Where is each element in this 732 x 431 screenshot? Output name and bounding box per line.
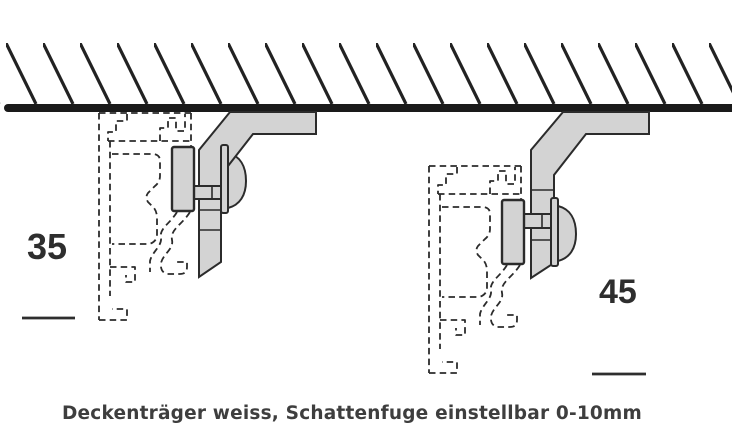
ceiling-hatch <box>0 43 732 104</box>
left-height-label: 35 <box>27 226 67 267</box>
left-profile-outline <box>98 112 192 321</box>
figure-caption: Deckenträger weiss, Schattenfuge einstel… <box>62 403 642 424</box>
right-thumbscrew-washer <box>550 197 559 267</box>
right-bracket-arm <box>530 111 650 280</box>
left-assembly: 35 <box>22 111 317 321</box>
left-clamp-plate <box>170 145 196 213</box>
left-bracket-shapes <box>170 111 317 279</box>
left-thumbscrew-washer <box>220 144 229 214</box>
right-connector-bar <box>521 213 554 229</box>
right-clamp-plate <box>500 198 526 266</box>
right-profile-outline <box>428 165 522 374</box>
right-height-label: 45 <box>599 273 637 311</box>
left-arm-joint-lines <box>199 209 221 231</box>
left-connector-bar <box>191 185 224 200</box>
left-thumbscrew-dome <box>227 151 248 210</box>
right-bracket-shapes <box>500 111 650 280</box>
right-assembly: 45 <box>428 111 650 376</box>
right-thumbscrew-dome <box>557 204 578 263</box>
